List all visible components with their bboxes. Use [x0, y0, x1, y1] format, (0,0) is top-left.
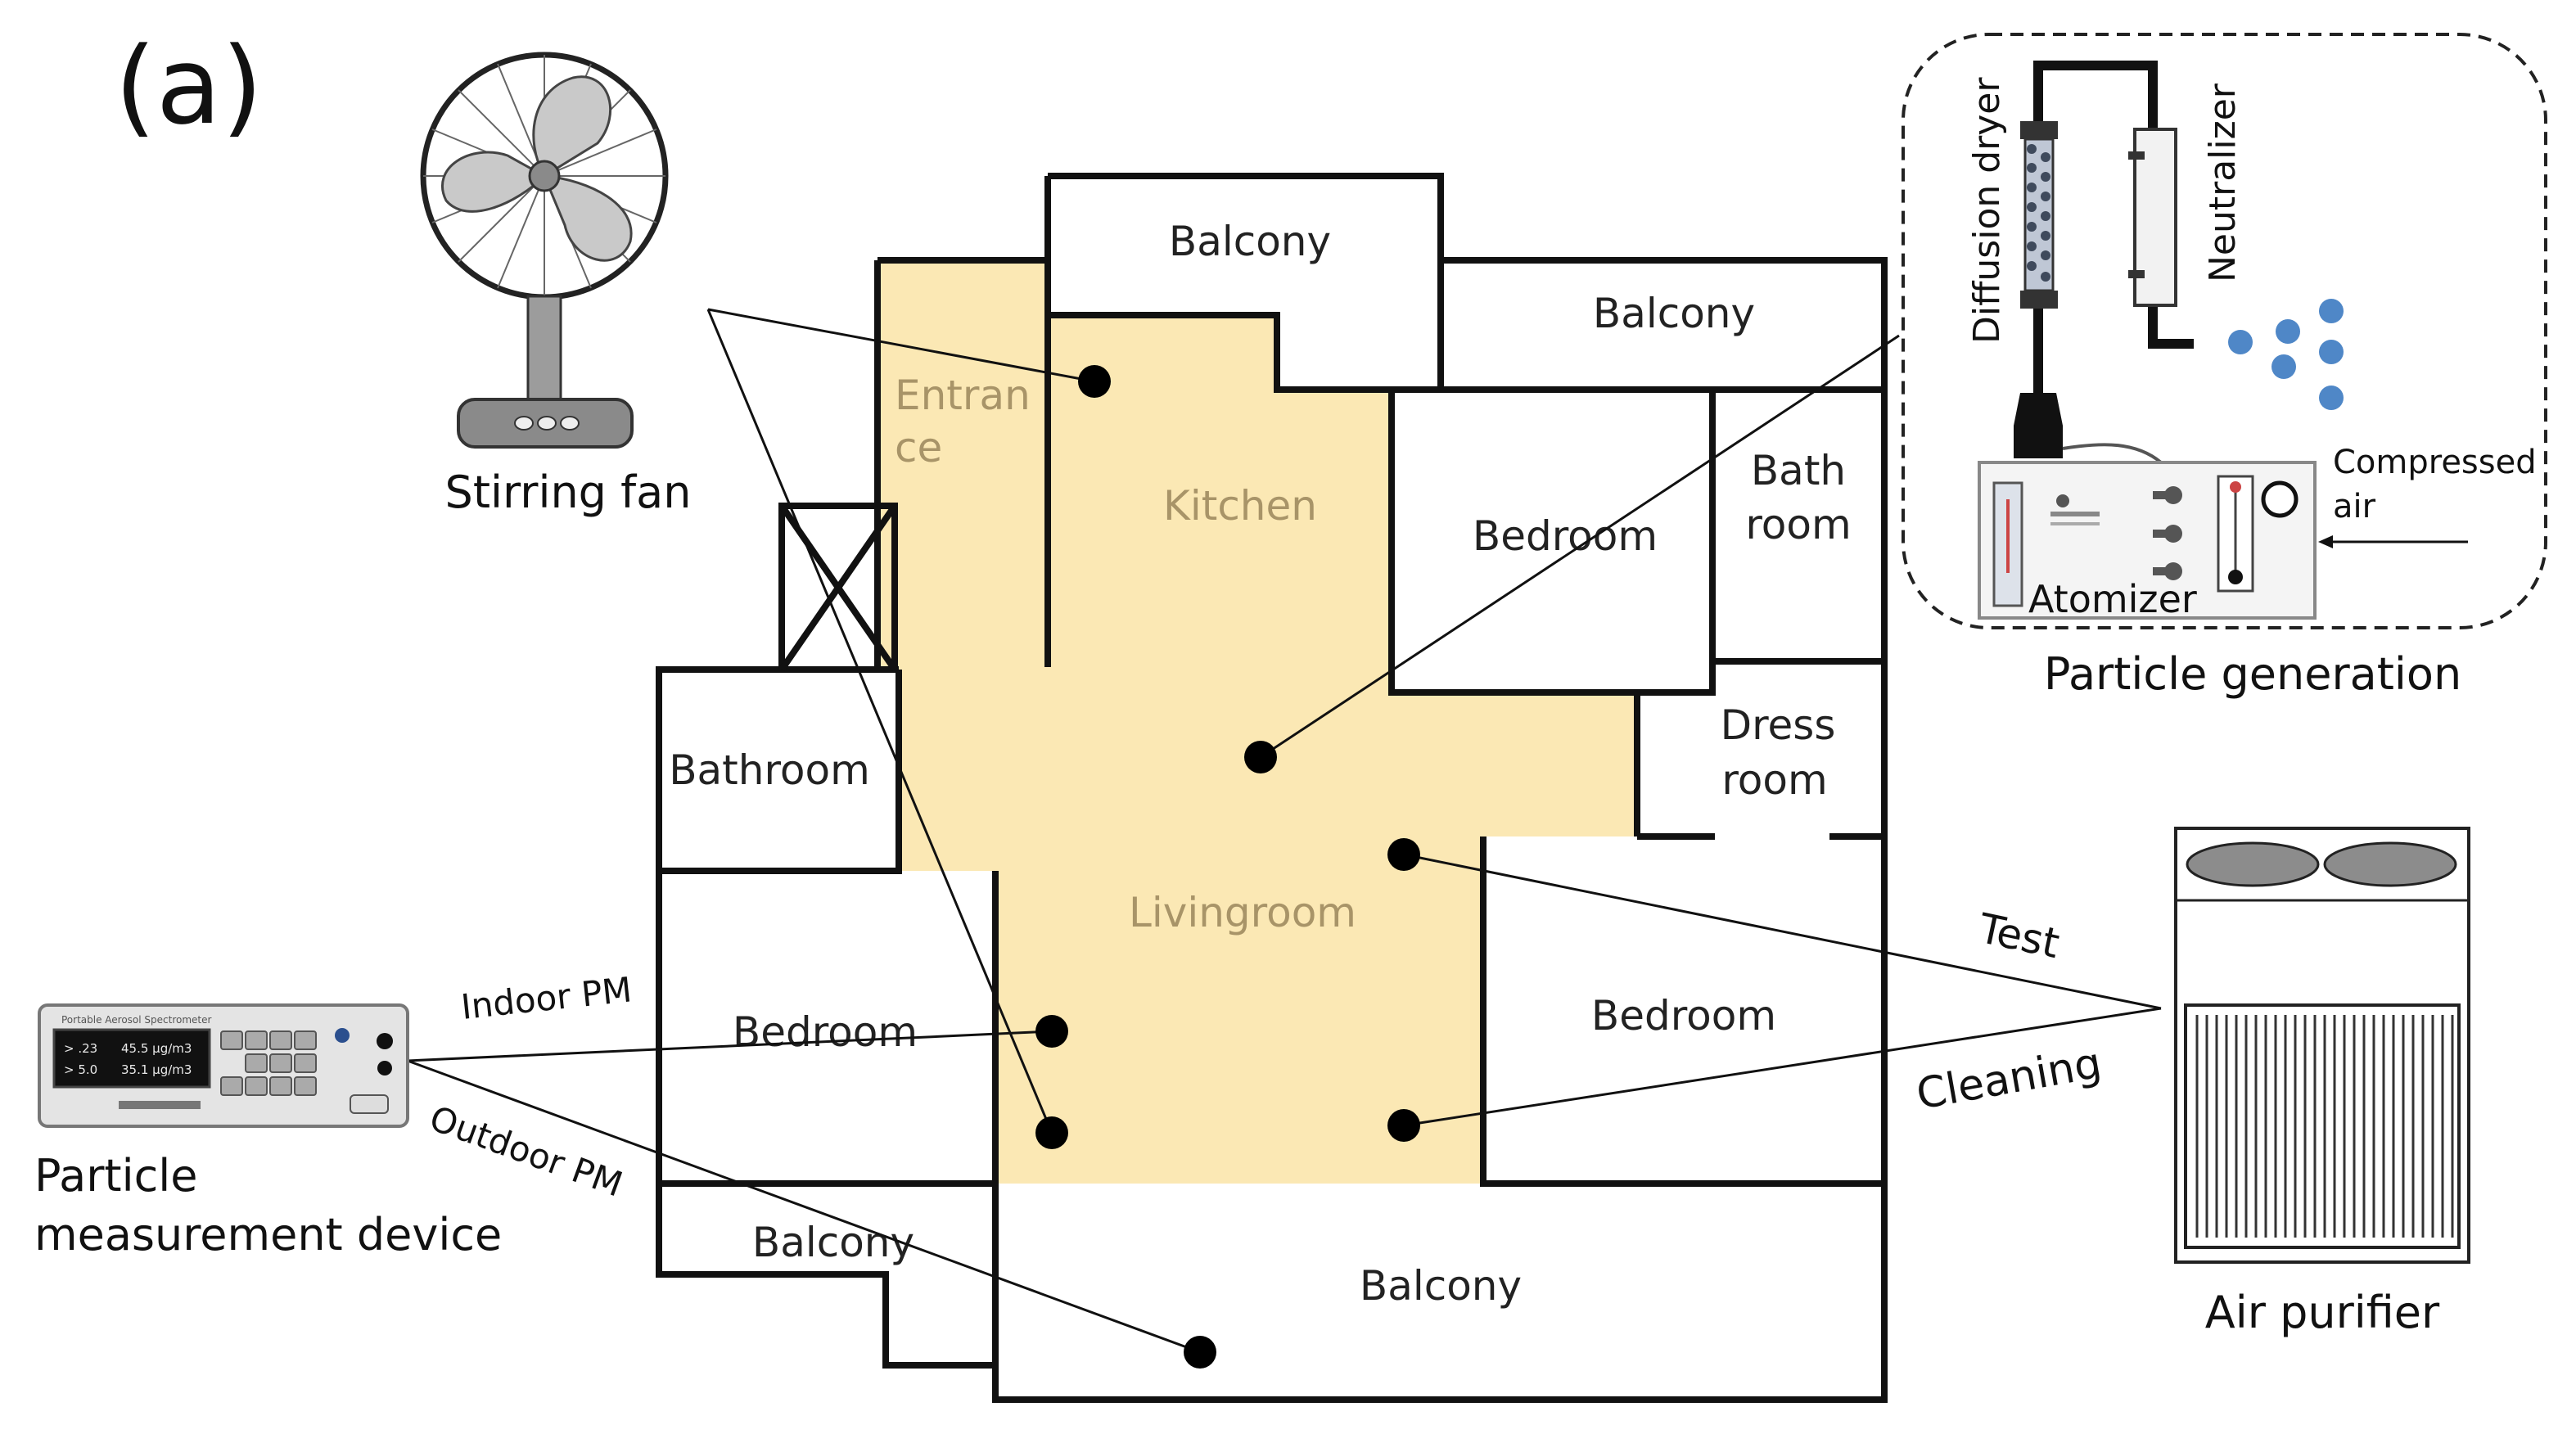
- label-air-purifier: Air purifier: [2205, 1287, 2440, 1338]
- room-dress-room-line2: room: [1721, 756, 1827, 804]
- particle-generation-box: [1902, 33, 2547, 629]
- device-row2-value: 35.1 µg/m3: [121, 1062, 192, 1077]
- label-indoor-pm: Indoor PM: [459, 969, 634, 1027]
- label-particle-device-line1: Particle: [34, 1150, 198, 1202]
- dress-room-walls: [1634, 692, 1884, 840]
- label-cleaning: Cleaning: [1913, 1039, 2105, 1120]
- room-entrance-line1: Entran: [895, 372, 1031, 419]
- label-particle-generation: Particle generation: [2044, 648, 2461, 700]
- room-bedroom-right: Bedroom: [1591, 992, 1776, 1039]
- room-balcony-bottom: Balcony: [1360, 1262, 1522, 1310]
- point-living-bottom-right: [1387, 1109, 1420, 1142]
- room-livingroom: Livingroom: [1129, 889, 1356, 936]
- room-balcony-top: Balcony: [1169, 218, 1331, 265]
- room-kitchen: Kitchen: [1163, 482, 1317, 530]
- device-row1-value: 45.5 µg/m3: [121, 1041, 192, 1056]
- label-outdoor-pm: Outdoor PM: [425, 1098, 628, 1204]
- point-kitchen: [1078, 365, 1111, 398]
- device-row2-size: > 5.0: [64, 1062, 97, 1077]
- floor-plan: [656, 173, 1888, 1403]
- room-bedroom-left: Bedroom: [733, 1008, 918, 1056]
- cleaning-line: [1403, 1007, 2162, 1127]
- point-living-right: [1387, 838, 1420, 871]
- point-living-center: [1244, 741, 1277, 773]
- device-row1-size: > .23: [64, 1041, 97, 1056]
- point-living-left: [1035, 1015, 1068, 1048]
- living-zone: [877, 260, 1637, 1184]
- fan-icon: [420, 52, 669, 449]
- point-living-bottom-left: [1035, 1116, 1068, 1149]
- generated-particles: [2228, 299, 2344, 410]
- connection-lines: [407, 308, 2162, 1354]
- balcony-top-walls: [1044, 176, 1444, 393]
- neutralizer-icon: [2128, 128, 2177, 307]
- label-diffusion-dryer: Diffusion dryer: [1966, 77, 2008, 344]
- device-title: Portable Aerosol Spectrometer: [61, 1014, 212, 1026]
- label-stirring-fan: Stirring fan: [445, 467, 692, 518]
- air-purifier-icon: [2174, 827, 2470, 1264]
- outdoor-pm-line: [407, 1059, 1201, 1354]
- measurement-device-icon: Portable Aerosol Spectrometer > .23 45.5…: [38, 1003, 409, 1128]
- label-test: Test: [1974, 904, 2064, 967]
- balcony-bottom-walls: [656, 1184, 999, 1400]
- room-bath-room-line1: Bath: [1751, 447, 1846, 494]
- bedroom-upper-walls: [1388, 390, 1716, 696]
- fan-line-kitchen: [707, 308, 1095, 383]
- label-compressed-air-line2: air: [2333, 488, 2376, 525]
- label-particle-device-line2: measurement device: [34, 1209, 502, 1260]
- label-compressed-air-line1: Compressed: [2333, 444, 2537, 481]
- room-bath-room-line2: room: [1745, 501, 1851, 548]
- measurement-points: [1035, 365, 1420, 1369]
- bedroom-left-walls: [656, 871, 999, 1187]
- point-outdoor-balcony: [1184, 1336, 1216, 1369]
- bedroom-right-walls: [1480, 836, 1884, 1187]
- room-bathroom: Bathroom: [669, 746, 870, 794]
- room-entrance-line2: ce: [895, 424, 942, 471]
- room-dress-room-line1: Dress: [1721, 701, 1836, 749]
- label-neutralizer: Neutralizer: [2202, 83, 2244, 282]
- label-atomizer: Atomizer: [2028, 577, 2197, 621]
- diffusion-dryer-icon: [2020, 121, 2058, 309]
- room-balcony-right: Balcony: [1593, 290, 1755, 337]
- panel-label: (a): [115, 24, 263, 148]
- test-line: [1403, 853, 2162, 1010]
- atomizer-icon: [1978, 461, 2317, 620]
- indoor-pm-line: [407, 1030, 1053, 1062]
- room-balcony-bottom-left: Balcony: [752, 1219, 914, 1266]
- fan-line-living: [706, 309, 1053, 1134]
- room-bedroom-upper: Bedroom: [1473, 512, 1658, 560]
- bathroom-walls: [656, 670, 902, 874]
- generation-line: [1260, 334, 1900, 759]
